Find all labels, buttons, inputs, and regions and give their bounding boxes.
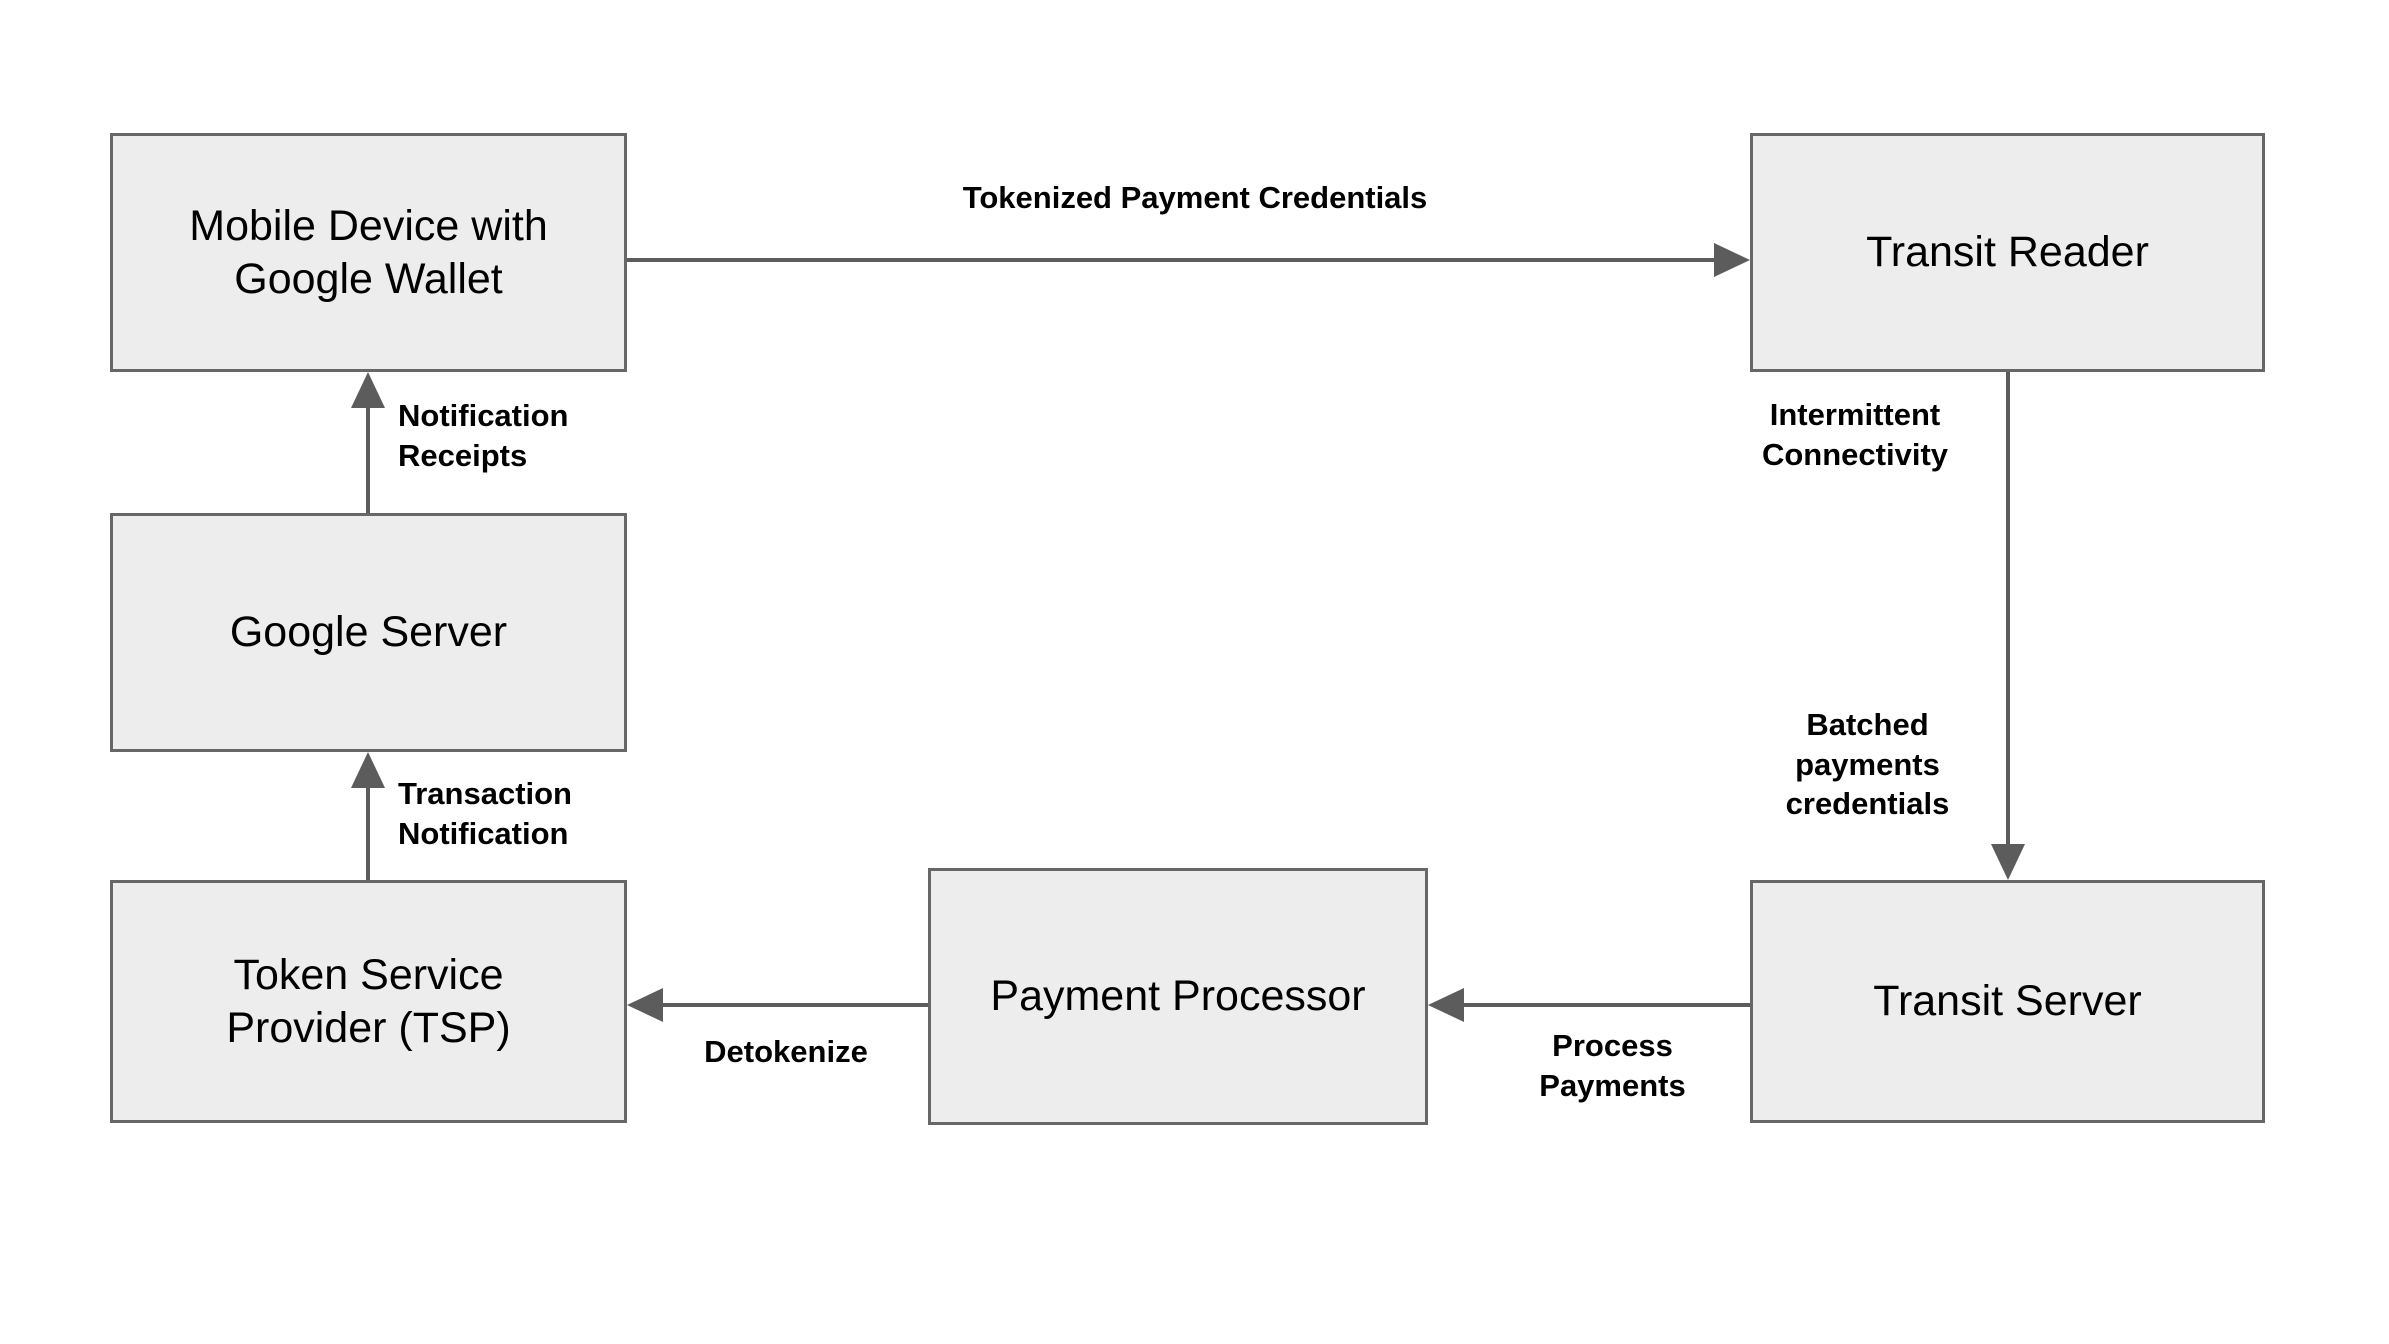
node-payment-processor[interactable]: Payment Processor (928, 868, 1428, 1125)
edge-server-to-processor (1428, 988, 1750, 1022)
edge-tsp-to-google (351, 752, 385, 880)
edge-label-batched-payments-credentials: Batched payments credentials (1785, 707, 1950, 822)
edge-label-tokenized-payment-credentials: Tokenized Payment Credentials (962, 180, 1428, 215)
node-mobile-device[interactable]: Mobile Device with Google Wallet (110, 133, 627, 372)
edge-reader-to-server (1991, 372, 2025, 880)
edge-label-notification-receipts: Notification Receipts (398, 398, 569, 473)
node-google-server[interactable]: Google Server (110, 513, 627, 752)
edge-label-process-payments: Process Payments (1539, 1028, 1686, 1103)
edge-google-to-mobile (351, 372, 385, 513)
edge-label-transaction-notification: Transaction Notification (398, 776, 572, 851)
edge-mobile-to-reader (627, 243, 1750, 277)
node-transit-server[interactable]: Transit Server (1750, 880, 2265, 1123)
edge-label-detokenize: Detokenize (704, 1034, 868, 1069)
node-token-service-provider[interactable]: Token Service Provider (TSP) (110, 880, 627, 1123)
edge-label-intermittent-connectivity: Intermittent Connectivity (1761, 397, 1949, 472)
node-transit-reader[interactable]: Transit Reader (1750, 133, 2265, 372)
edge-processor-to-tsp (627, 988, 928, 1022)
